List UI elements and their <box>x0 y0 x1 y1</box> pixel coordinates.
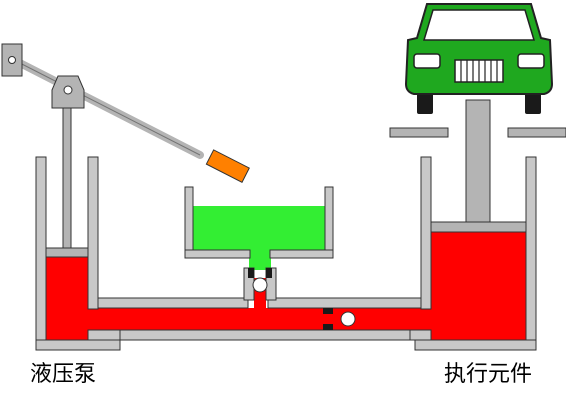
reservoir-neck-liquid <box>249 248 271 270</box>
car-wheel-right <box>525 90 541 114</box>
pump-wall-right-upper <box>87 156 99 310</box>
pump-piston <box>45 104 89 258</box>
reservoir-wall-right <box>324 186 334 252</box>
pump-lever <box>1 43 250 183</box>
ground-left <box>389 127 449 138</box>
pipe-oil <box>46 308 526 330</box>
car-headlight-right <box>517 53 545 69</box>
pipe-top-right <box>267 297 432 309</box>
pump-label: 液压泵 <box>30 362 97 387</box>
pump-piston-rod <box>62 104 72 249</box>
pump-wall-right-lower <box>87 329 121 341</box>
valve-seat-left <box>248 268 254 278</box>
pump-wall-bottom <box>35 339 121 351</box>
actuator-oil <box>431 232 526 340</box>
check-valve-lower <box>323 308 356 330</box>
actuator-piston-rod <box>465 99 491 223</box>
actuator-piston <box>389 99 566 233</box>
car-icon <box>404 3 554 114</box>
actuator-wall-bottom <box>414 339 537 351</box>
lever-pivot-pin <box>8 56 16 64</box>
actuator-cylinder-walls <box>409 156 537 351</box>
reservoir-oil <box>192 206 325 270</box>
reservoir-walls <box>184 186 334 259</box>
actuator-label: 执行元件 <box>444 362 533 387</box>
pipe-bottom <box>119 329 421 341</box>
clevis-pin <box>63 85 73 95</box>
pump-piston-head <box>45 247 89 258</box>
check-valve-upper <box>248 268 272 293</box>
valve-seat-top <box>323 308 333 314</box>
pump-wall-left <box>35 156 47 341</box>
reservoir-bottom-left <box>184 249 251 259</box>
ground-right <box>507 127 566 138</box>
lever-grip <box>205 149 250 183</box>
car-wheel-left <box>417 90 433 114</box>
actuator-piston-head <box>430 221 527 233</box>
hydraulic-oil <box>46 232 526 340</box>
check-valve-ball <box>340 311 356 327</box>
car-headlight-left <box>413 53 441 69</box>
valve-seat-bottom <box>323 324 333 330</box>
actuator-wall-left-lower <box>409 329 432 341</box>
reservoir-bottom-right <box>269 249 334 259</box>
actuator-wall-left-upper <box>420 156 432 310</box>
check-valve-ball <box>252 277 268 293</box>
pipe-top-left <box>97 297 249 309</box>
actuator-wall-right <box>525 156 537 351</box>
valve-seat-right <box>266 268 272 278</box>
reservoir-liquid <box>192 206 325 250</box>
car-windshield <box>422 9 536 41</box>
reservoir-wall-left <box>184 186 194 252</box>
